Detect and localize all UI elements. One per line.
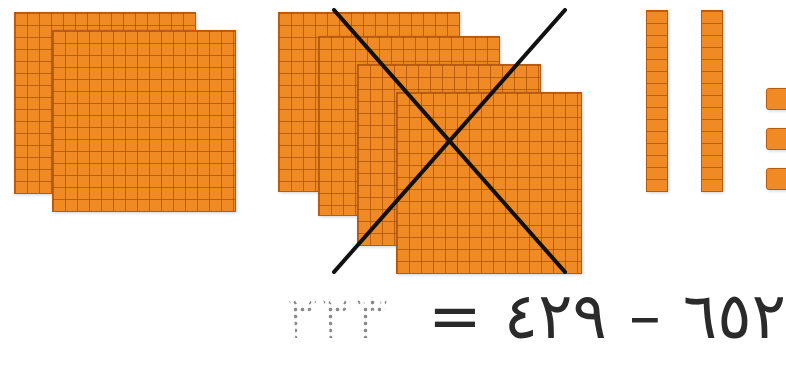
minus-sign: – bbox=[629, 285, 661, 349]
answer-dotted: ٢٢٣ bbox=[285, 285, 388, 349]
ten-rod bbox=[701, 10, 723, 192]
one-cube bbox=[766, 128, 786, 150]
subtrahend: ٤٢٩ bbox=[504, 285, 607, 349]
ten-rod bbox=[646, 10, 668, 192]
equals-sign: = bbox=[428, 285, 482, 349]
minuend: ٦٥٢ bbox=[683, 285, 786, 349]
one-cube bbox=[766, 168, 786, 190]
equation: ٢٢٣ = ٤٢٩ – ٦٥٢ bbox=[150, 272, 786, 362]
one-cube bbox=[766, 88, 786, 110]
